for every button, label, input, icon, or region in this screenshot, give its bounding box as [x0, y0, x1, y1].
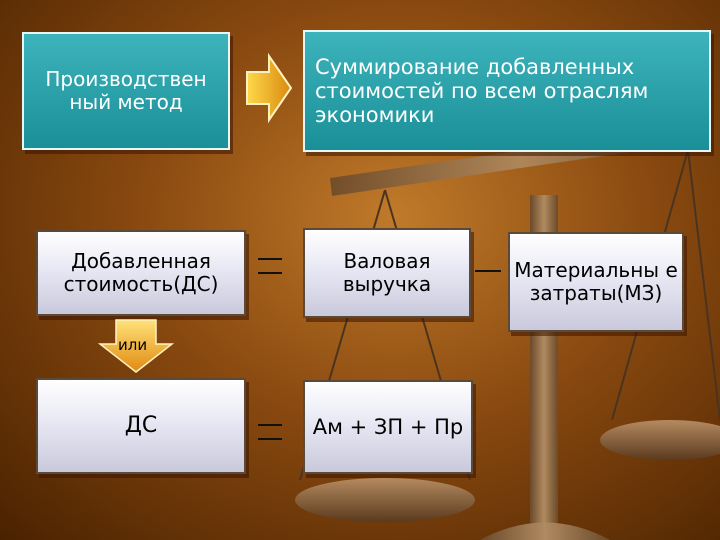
added-value-box: Добавленная стоимость(ДС)	[36, 230, 246, 316]
down-arrow-icon	[98, 319, 174, 373]
gross-revenue-box: Валовая выручка	[303, 228, 471, 318]
or-label: или	[118, 336, 148, 354]
components-box: Ам + ЗП + Пр	[303, 380, 473, 474]
components-label: Ам + ЗП + Пр	[312, 414, 464, 439]
added-value-label: Добавленная стоимость(ДС)	[63, 249, 219, 296]
method-box: Производствен ный метод	[22, 32, 230, 150]
material-costs-label: Материальны е затраты(МЗ)	[514, 258, 678, 305]
equals-sign-icon	[258, 424, 282, 440]
description-box: Суммирование добавленных стоимостей по в…	[303, 30, 711, 152]
equals-sign-icon	[258, 258, 282, 274]
right-arrow-icon	[246, 52, 293, 124]
dc-label: ДС	[124, 413, 158, 439]
method-label: Производствен ный метод	[45, 67, 207, 114]
minus-sign-icon	[475, 270, 501, 272]
dc-box: ДС	[36, 378, 246, 474]
description-label: Суммирование добавленных стоимостей по в…	[315, 54, 649, 128]
material-costs-box: Материальны е затраты(МЗ)	[508, 232, 684, 332]
gross-revenue-label: Валовая выручка	[342, 249, 432, 296]
